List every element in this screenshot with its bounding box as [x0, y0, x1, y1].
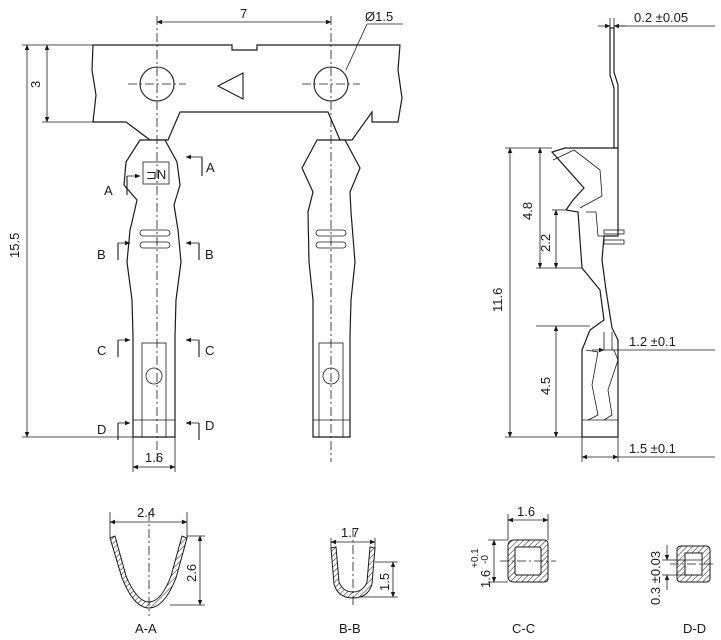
slot-left-1	[139, 229, 171, 237]
section-aa-label: A-A	[135, 621, 157, 636]
dim-lower: 4.5	[538, 377, 553, 395]
stamp-box	[142, 161, 170, 185]
dim-hole: Ø1.5	[365, 9, 393, 24]
dim-aa-height: 2.6	[184, 564, 199, 582]
contact-left	[123, 139, 182, 438]
dim-dd-wall: 0.3 ±0.03	[648, 551, 663, 605]
dim-mid: 2.2	[538, 234, 553, 252]
dim-upper: 4.8	[520, 202, 535, 220]
section-cc-label: C-C	[512, 621, 535, 636]
contact-left-dimple	[145, 367, 163, 385]
section-dd: 0.3 ±0.03 D-D	[648, 545, 716, 636]
carrier-strip	[91, 44, 403, 141]
dim-bb-height: 1.5	[377, 573, 392, 591]
side-view: 0.2 ±0.05 11.6 4.8 2.2 4.5 1.2 ±0.1 1.5 …	[490, 10, 715, 462]
section-marker-b: B B	[97, 240, 214, 262]
dim-cc-tol-plus: +0.1	[470, 548, 481, 568]
dim-aa-width: 2.4	[137, 505, 155, 520]
dim-carrier-height: 3	[28, 81, 43, 88]
direction-triangle-icon	[216, 72, 244, 100]
section-marker-a: A A	[104, 154, 215, 198]
section-bb-label: B-B	[339, 621, 361, 636]
dim-bottom-width: 1.5 ±0.1	[629, 441, 676, 456]
dim-cc-width: 1.6	[517, 504, 535, 519]
slot-right-1	[315, 229, 347, 237]
slot-left-2	[139, 241, 171, 249]
svg-text:D: D	[205, 418, 214, 433]
section-aa: 2.4 2.6 A-A	[109, 505, 205, 636]
dim-length: 11.6	[490, 288, 505, 312]
section-dd-label: D-D	[683, 621, 706, 636]
front-view: ⊐N 7 Ø1.5 3 15.5	[7, 6, 403, 472]
side-strip	[609, 27, 619, 149]
section-marker-c: C C	[97, 337, 214, 358]
section-cc: 1.6 1.6 +0.1 -0 C-C	[470, 504, 556, 636]
dim-cc-tol-minus: -0	[480, 555, 491, 564]
dim-contact-height: 1.2 ±0.1	[629, 334, 676, 349]
svg-text:C: C	[205, 343, 214, 358]
svg-text:A: A	[206, 160, 215, 175]
svg-text:C: C	[97, 343, 106, 358]
contact-left-window	[141, 342, 167, 438]
svg-text:D: D	[97, 422, 106, 437]
dim-contact-width: 1.6	[145, 450, 163, 465]
stamp-text: ⊐N	[146, 167, 166, 182]
svg-text:B: B	[205, 247, 214, 262]
dim-bb-width: 1.7	[341, 525, 359, 540]
dim-pitch: 7	[240, 6, 247, 21]
dim-thickness: 0.2 ±0.05	[634, 10, 688, 25]
section-marker-d: D D	[97, 418, 214, 440]
svg-text:A: A	[104, 183, 113, 198]
side-contact-body	[550, 147, 619, 438]
dim-cc-height: 1.6	[478, 570, 493, 588]
section-bb: 1.7 1.5 B-B	[330, 525, 398, 636]
dim-overall-length: 15.5	[7, 233, 22, 258]
svg-text:B: B	[97, 247, 106, 262]
